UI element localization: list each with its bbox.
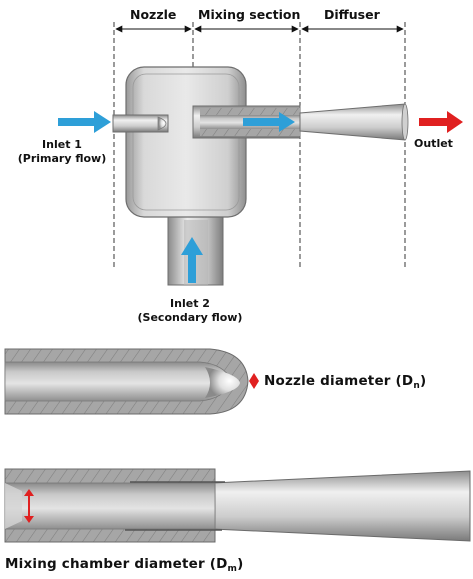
nozzle-closeup-bore xyxy=(4,361,233,402)
mixing-diameter-close: ) xyxy=(237,556,244,572)
inlet1-title: Inlet 1 xyxy=(42,138,82,151)
section-label-diffuser: Diffuser xyxy=(324,7,380,22)
suction-chamber-rim xyxy=(132,73,240,211)
outlet-label: Outlet xyxy=(414,137,453,150)
primary-nozzle-tube xyxy=(112,114,169,133)
nozzle-diameter-marker xyxy=(249,373,259,389)
mixing-closeup-throat xyxy=(5,483,22,529)
outlet-arrow xyxy=(419,111,463,133)
inlet2-subtitle: (Secondary flow) xyxy=(137,311,243,324)
diffuser-cone xyxy=(299,103,406,141)
nozzle-diameter-subscript: n xyxy=(413,381,420,391)
primary-inlet-arrow xyxy=(58,111,111,133)
mixing-diameter-marker xyxy=(24,489,34,523)
mixing-tube-wall-bottom xyxy=(200,129,300,136)
inlet2-title: Inlet 2 xyxy=(170,297,210,310)
mixing-closeup xyxy=(4,468,471,543)
inlet1-subtitle: (Primary flow) xyxy=(17,152,107,165)
nozzle-closeup xyxy=(4,348,249,415)
mixing-diameter-text: Mixing chamber diameter (D xyxy=(5,556,228,572)
secondary-inlet-arrow xyxy=(181,237,203,283)
mixing-flow-arrow xyxy=(243,112,295,132)
primary-nozzle-tip xyxy=(157,116,167,131)
nozzle-diameter-close: ) xyxy=(419,373,427,389)
section-label-nozzle: Nozzle xyxy=(130,7,177,22)
flow-arrows xyxy=(58,111,463,283)
mixing-closeup-diffuser xyxy=(212,470,471,542)
mixing-diameter-label: Mixing chamber diameter (Dm) xyxy=(5,556,244,574)
inlet2-label: Inlet 2 (Secondary flow) xyxy=(138,298,243,323)
inlet1-label: Inlet 1 (Primary flow) xyxy=(18,139,107,164)
mixing-diameter-subscript: m xyxy=(227,564,238,574)
diffuser-outlet-face xyxy=(401,103,409,141)
mixing-tube-wall-top xyxy=(200,108,300,115)
nozzle-diameter-label: Nozzle diameter (Dn) xyxy=(264,373,427,391)
ejector-3d-view xyxy=(112,66,409,286)
nozzle-closeup-tip xyxy=(205,367,240,398)
nozzle-diameter-text: Nozzle diameter (D xyxy=(264,373,414,389)
mixing-closeup-bore xyxy=(4,482,216,530)
section-label-mixing: Mixing section xyxy=(198,7,301,22)
suction-chamber xyxy=(125,66,247,218)
